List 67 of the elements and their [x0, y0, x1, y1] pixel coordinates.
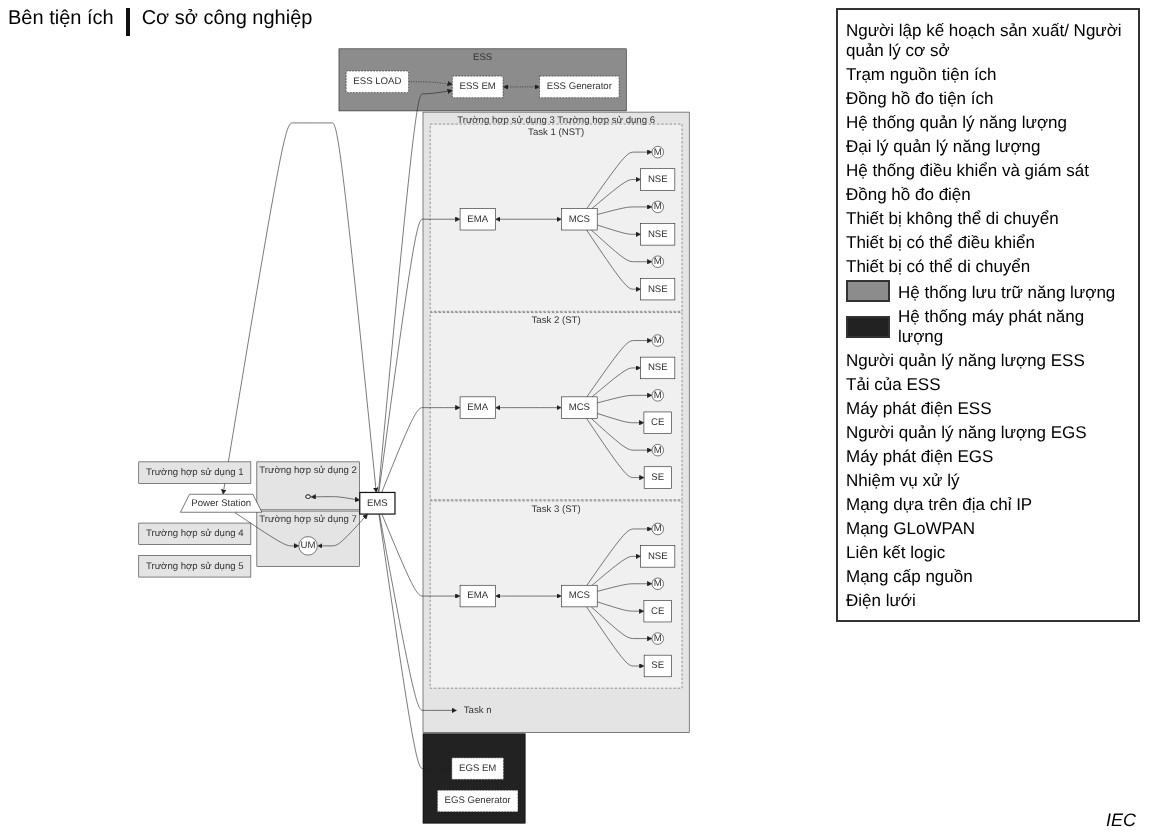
node-box: [345, 70, 409, 93]
legend-text: Hệ thống máy phát năng lượng: [898, 306, 1087, 346]
node-box: [459, 396, 496, 419]
cluster: [422, 733, 526, 824]
legend-text: Máy phát điện ESS: [846, 398, 992, 418]
node-box: [643, 411, 672, 434]
legend-text: Đồng hồ đo tiện ích: [846, 88, 994, 108]
legend-text: Nhiệm vụ xử lý: [846, 470, 960, 490]
node-circle: [651, 389, 664, 402]
legend-text: Người quản lý năng lượng EGS: [846, 422, 1087, 442]
node-circle: [651, 522, 664, 536]
source-note: IEC: [1105, 810, 1136, 830]
node-box: [643, 600, 672, 623]
legend-text: Thiết bị có thể di chuyển: [846, 256, 1031, 276]
legend-text: Mạng cấp nguồn: [846, 566, 973, 586]
node-box: [640, 278, 676, 301]
cluster: [429, 500, 683, 689]
legend-text: Mạng dựa trên địa chỉ IP: [846, 494, 1033, 514]
node-circle: [298, 536, 318, 556]
node-box: [459, 584, 496, 608]
node-box: [561, 396, 598, 419]
side-label: Bên tiện ích: [8, 8, 114, 34]
side-label: Cơ sở công nghiệp: [141, 8, 313, 34]
node-box: [640, 545, 676, 568]
node-box: [640, 168, 676, 191]
node-box: [359, 491, 396, 515]
cluster: [429, 312, 683, 501]
node-box: [539, 75, 620, 98]
node-box: [640, 223, 676, 246]
node-circle: [651, 255, 664, 268]
legend-text: Máy phát điện EGS: [846, 446, 994, 466]
node-box: [643, 466, 672, 489]
legend-text: Đại lý quản lý năng lượng: [846, 136, 1041, 156]
node-box: [640, 356, 676, 380]
legend-text: Người lập kế hoạch sản xuất/ Người quản lý cơ sở: [846, 20, 1124, 60]
node-box: [643, 654, 672, 678]
node-circle: [651, 632, 664, 645]
cluster: [338, 48, 627, 112]
legend-text: Hệ thống điều khiển và giám sát: [846, 160, 1089, 180]
legend-text: Mạng GLoWPAN: [846, 518, 976, 538]
legend-text: Hệ thống quản lý năng lượng: [846, 112, 1068, 132]
legend-text: Liên kết logic: [846, 542, 946, 562]
legend-text: Thiết bị có thể điều khiển: [846, 232, 1036, 252]
node-circle: [651, 444, 664, 457]
legend-text: Trạm nguồn tiện ích: [846, 64, 997, 84]
legend-text: Đồng hồ đo điện: [846, 184, 971, 204]
cluster: [429, 123, 683, 312]
node-box: [452, 75, 504, 98]
node-box: [561, 208, 598, 231]
node-box: [138, 555, 252, 578]
node-circle: [651, 146, 664, 159]
cluster: [422, 111, 690, 733]
node-circle: [651, 334, 664, 347]
node-box: [561, 584, 598, 608]
node-box: [437, 789, 519, 813]
node-box: [451, 757, 504, 780]
legend-text: Điện lưới: [846, 590, 916, 610]
cluster: [256, 510, 360, 567]
legend-text: Thiết bị không thể di chuyển: [846, 208, 1059, 228]
legend-text: Hệ thống lưu trữ năng lượng: [898, 281, 1116, 301]
legend-text: Người quản lý năng lượng ESS: [846, 350, 1085, 370]
legend-text: Tải của ESS: [846, 374, 941, 394]
node-circle: [651, 577, 664, 590]
node-box: [459, 208, 496, 231]
node-box: [138, 522, 252, 545]
node-circle: [651, 200, 664, 213]
node-box: [138, 461, 252, 484]
